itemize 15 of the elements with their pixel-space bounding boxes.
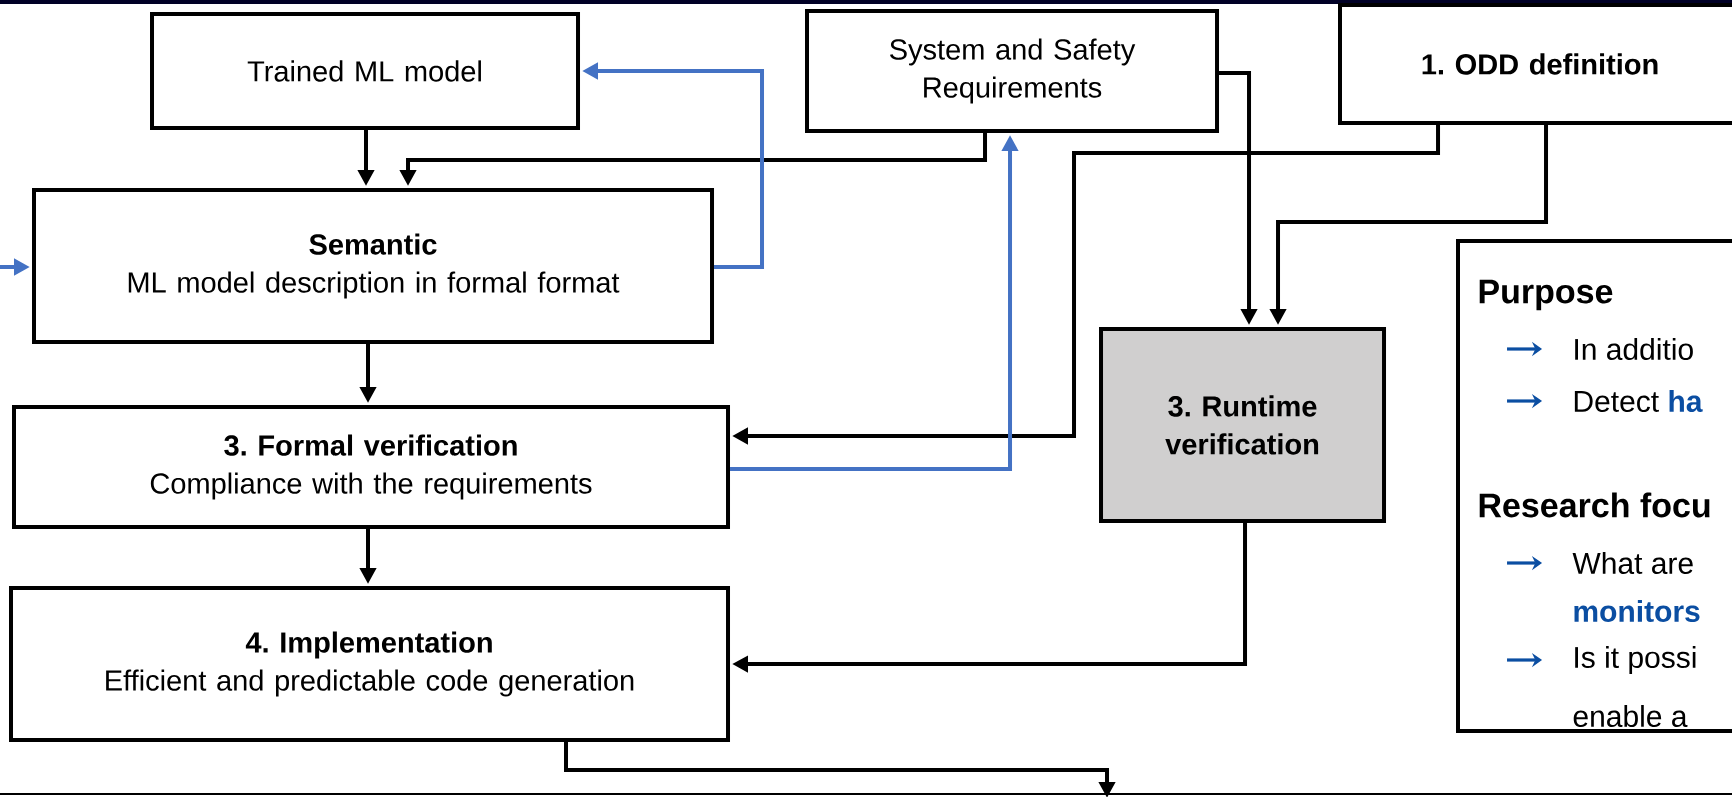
bullet-text: Detect ha [1574,390,1703,412]
bullet-text: monitors [1574,600,1700,622]
process-box: 3. Runtime verification [1099,327,1386,523]
heading: Research focu [1479,492,1710,518]
bullet-text: What are [1572,552,1693,574]
process-box: Semantic ML model description in formal format [32,188,714,344]
process-box: 4. Implementation Efficient and predictable code generation [9,586,730,742]
process-box: 1. ODD definition [1338,3,1732,125]
bullet-text: In additio [1575,338,1693,360]
bullet-text: Is it possi [1575,646,1696,674]
bullet-text: enable a [1573,705,1688,727]
heading: Purpose [1479,279,1613,311]
process-box: System and Safety Requirements [805,9,1219,133]
process-box: 3. Formal verification Compliance with the requirements [12,405,730,529]
process-box: Trained ML model [150,12,580,130]
